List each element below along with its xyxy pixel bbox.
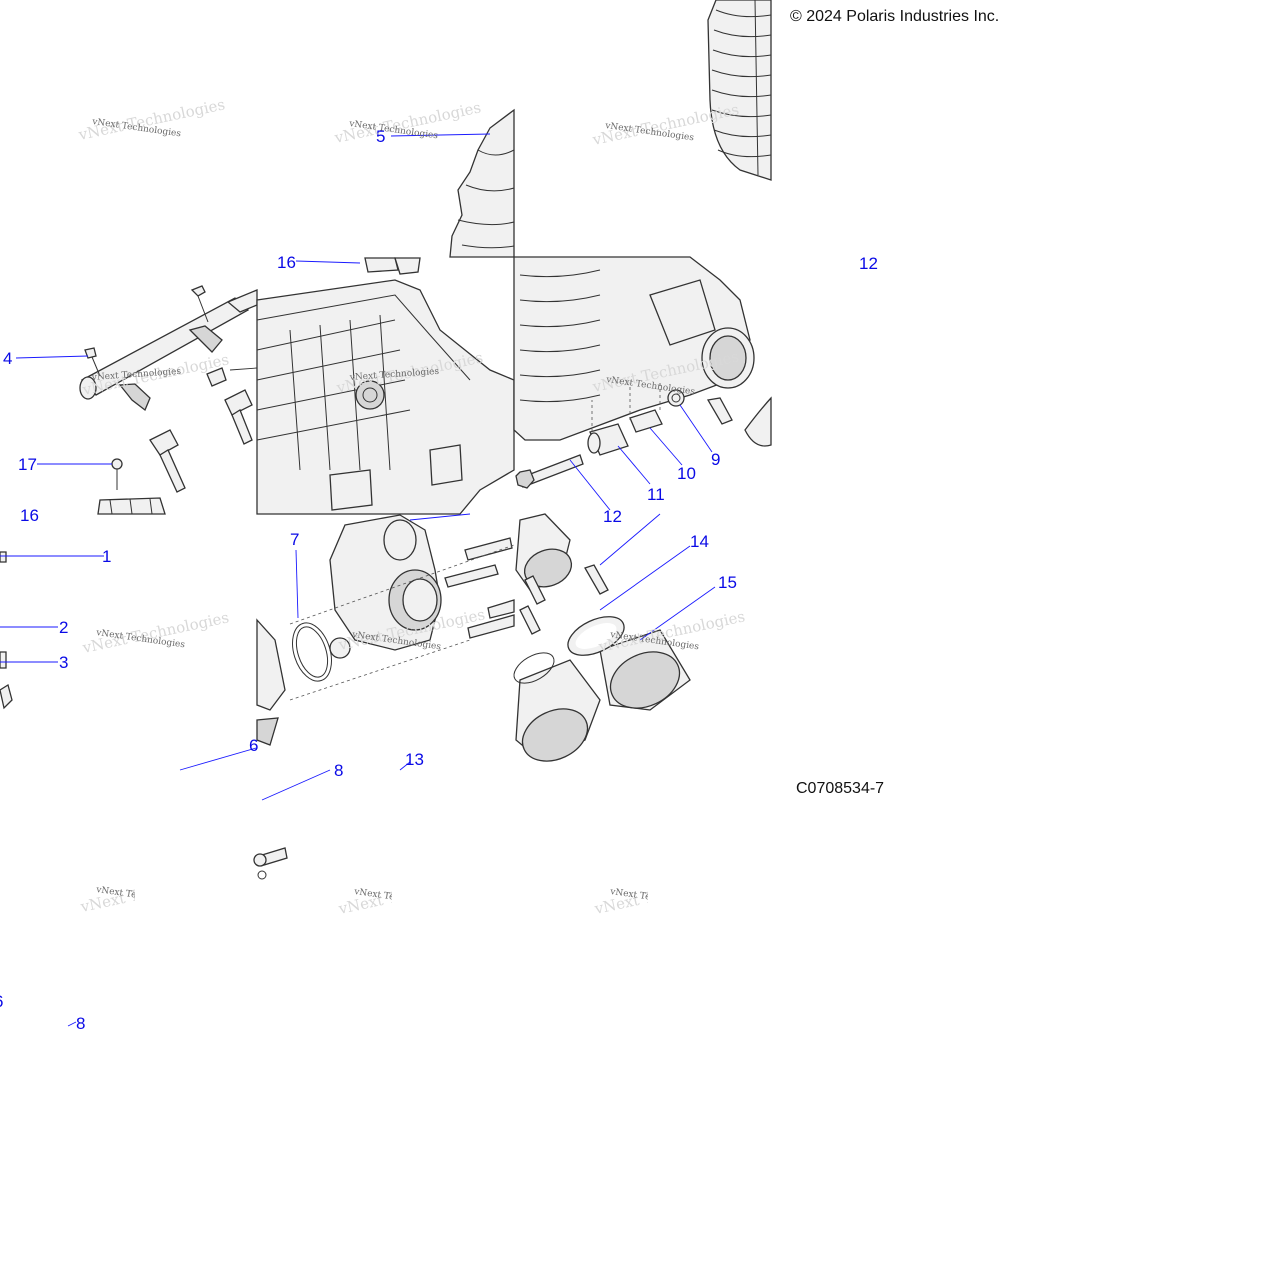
- airbox-lower-part: [513, 256, 755, 441]
- leader-lines: [0, 133, 716, 1027]
- callout-7: 7: [290, 530, 299, 549]
- intake-boot-part: [515, 513, 691, 762]
- callout-17: 17: [18, 455, 37, 474]
- watermark-clip: vNext Technologies vNext Technologies: [594, 872, 648, 918]
- intake-manifold-edge-part: [449, 108, 515, 258]
- figure-code: C0708534-7: [796, 780, 885, 797]
- manifold-flange-part: [256, 618, 286, 746]
- screw-17-part: [111, 458, 123, 490]
- throttle-body-bolts-part: [444, 537, 515, 639]
- assembly-dashed-guides: [289, 544, 515, 701]
- rail-bolt-part: [84, 285, 209, 377]
- watermark-clip: vNext Technologies vNext Technologies: [80, 870, 135, 916]
- callout-10: 10: [677, 464, 696, 483]
- throttle-sensor-stub-part: [0, 551, 13, 710]
- mounting-hardware-part: [515, 389, 772, 489]
- callout-8: 8: [76, 1014, 85, 1033]
- o-ring-gasket-part: [292, 622, 332, 682]
- fuel-injector-part: [149, 367, 253, 493]
- callout-15: 15: [718, 573, 737, 592]
- callout-1: 1: [102, 547, 111, 566]
- callout-3: 3: [59, 653, 68, 672]
- airbox-upper-part: [707, 0, 772, 181]
- boot-bolt-part: [519, 564, 609, 635]
- callout-6: 6: [249, 736, 258, 755]
- assembly-dashed-guides: [591, 380, 661, 432]
- bolt-13-part: [253, 847, 288, 880]
- callout-16-partial: 16: [20, 506, 39, 525]
- callout-12: 12: [859, 254, 878, 273]
- callout-12-partial: 12: [603, 507, 622, 526]
- callout-2: 2: [59, 618, 68, 637]
- callout-11: 11: [647, 485, 665, 504]
- callout-16: 16: [277, 253, 296, 272]
- watermark-clip: vNext Technologies vNext Technologies: [338, 872, 392, 918]
- callout-13: 13: [405, 750, 424, 769]
- callout-9: 9: [711, 450, 720, 469]
- callout-6-partial: 6: [0, 992, 3, 1011]
- callout-5: 5: [376, 127, 385, 146]
- hose-clamp-part: [513, 616, 625, 684]
- sensor-bracket-part: [97, 497, 166, 515]
- intake-manifold-body-part: [256, 257, 515, 515]
- throttle-body-part: [329, 514, 442, 659]
- callout-8-partial: 8: [334, 761, 343, 780]
- copyright-notice: © 2024 Polaris Industries Inc.: [790, 8, 1000, 25]
- callout-4: 4: [3, 349, 12, 368]
- fuel-rail-part: [79, 289, 258, 412]
- callout-14: 14: [690, 532, 709, 551]
